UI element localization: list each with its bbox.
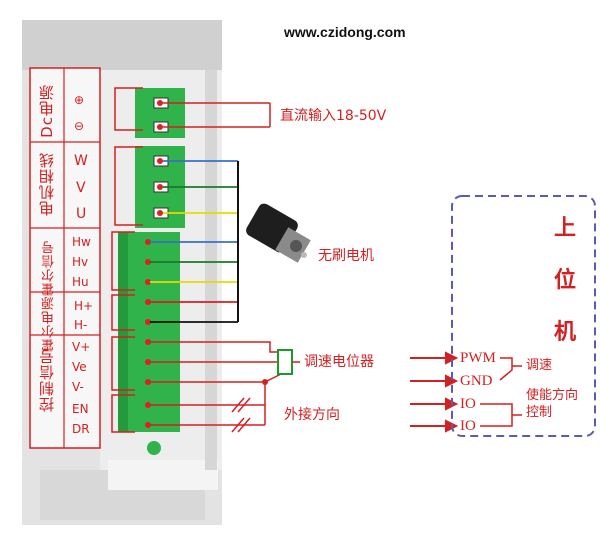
pin-hw: Hw bbox=[72, 235, 91, 249]
pin-v-plus: V+ bbox=[72, 340, 91, 354]
host-title-char-3: 机 bbox=[554, 320, 577, 345]
potentiometer-annotation: 调速电位器 bbox=[304, 354, 374, 370]
power-wires bbox=[111, 87, 271, 433]
host-title-char-1: 上 bbox=[554, 216, 577, 241]
control-wires bbox=[150, 341, 286, 433]
pin-hv: Hv bbox=[72, 255, 89, 269]
brushless-motor bbox=[246, 203, 311, 263]
hall-power-label: 霍尔电源 bbox=[42, 296, 57, 352]
host-arrows bbox=[410, 351, 459, 433]
motor-annotation: 无刷电机 bbox=[318, 248, 374, 264]
motor-phase-label: 电机相线 bbox=[38, 152, 56, 216]
pin-v: V bbox=[76, 180, 86, 196]
pin-minus: ⊖ bbox=[74, 119, 85, 133]
wire-ends bbox=[145, 100, 163, 428]
pin-plus: ⊕ bbox=[74, 93, 85, 107]
pin-u: U bbox=[76, 206, 87, 222]
external-direction-annotation: 外接方向 bbox=[284, 407, 340, 423]
pin-h-minus: H- bbox=[74, 318, 88, 332]
host-pin-io-2: IO bbox=[460, 418, 476, 434]
enable-direction-label: 使能方向控制 bbox=[526, 388, 579, 420]
pin-hu: Hu bbox=[72, 275, 89, 289]
pin-en: EN bbox=[72, 402, 89, 416]
control-signal-label: 控制信号 bbox=[38, 348, 56, 412]
host-pin-io-1: IO bbox=[460, 396, 476, 412]
pin-ve: Ve bbox=[72, 360, 87, 374]
pin-w: W bbox=[74, 153, 88, 169]
host-pin-gnd: GND bbox=[460, 373, 493, 389]
label-panel-dividers bbox=[30, 68, 100, 448]
potentiometer-symbol bbox=[277, 349, 293, 375]
website-url: www.czidong.com bbox=[284, 24, 406, 40]
pin-h-plus: H+ bbox=[74, 299, 94, 313]
host-brackets bbox=[480, 357, 522, 427]
host-pin-pwm: PWM bbox=[460, 350, 496, 366]
pin-dr: DR bbox=[72, 422, 90, 436]
host-title-char-2: 位 bbox=[554, 268, 577, 293]
pin-v-minus: V- bbox=[72, 380, 84, 394]
dc-input-annotation: 直流输入18-50V bbox=[280, 108, 387, 124]
speed-control-label: 调速 bbox=[526, 358, 553, 373]
host-box bbox=[451, 195, 596, 437]
hall-signal-label: 霍尔信号 bbox=[42, 240, 57, 296]
dc-power-label: Dc电源 bbox=[38, 84, 56, 138]
